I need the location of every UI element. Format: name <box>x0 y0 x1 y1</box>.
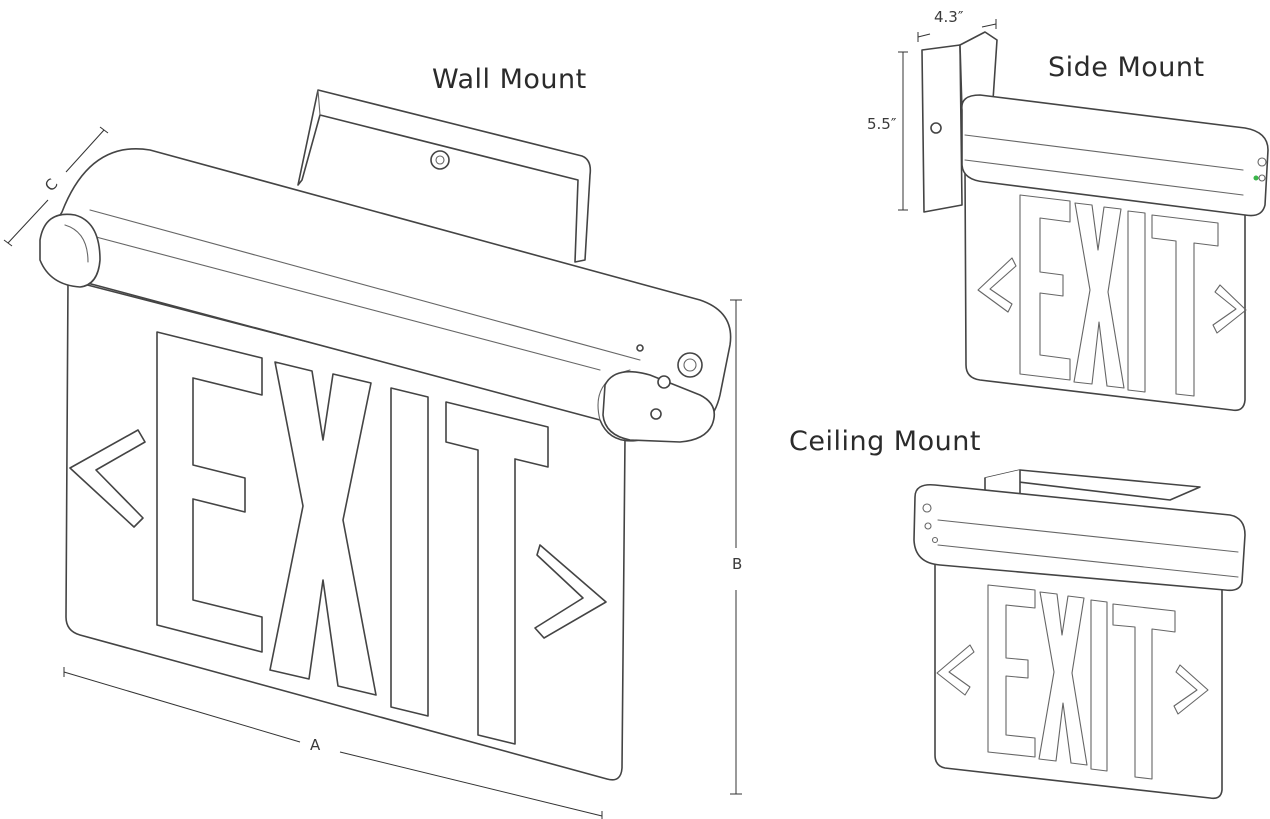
wall-right-endcap <box>602 370 716 443</box>
side-exit-letters <box>977 194 1247 397</box>
test-button-icon <box>677 352 703 378</box>
side-height-label: 5.5″ <box>865 115 899 133</box>
indicator-light-icon <box>657 375 671 389</box>
ceiling-mount-title: Ceiling Mount <box>789 426 981 457</box>
ceiling-exit-letters <box>936 584 1209 780</box>
ceiling-housing <box>913 483 1246 592</box>
wall-dimension-lines <box>3 126 742 819</box>
status-led-icon <box>1253 175 1259 181</box>
side-sign-panel <box>964 169 1246 412</box>
side-mount-fixture <box>898 19 1269 412</box>
ceiling-canopy <box>984 469 1201 501</box>
dimension-a-label: A <box>308 736 323 754</box>
wall-mount-title: Wall Mount <box>432 64 587 95</box>
side-mount-title: Side Mount <box>1048 52 1205 83</box>
side-wall-plate <box>921 44 963 213</box>
wall-left-endcap <box>39 213 101 288</box>
ceiling-mount-fixture <box>913 469 1246 800</box>
side-housing <box>961 94 1269 217</box>
side-width-label: 4.3″ <box>932 8 966 26</box>
bracket-screw-icon <box>430 150 450 170</box>
ceiling-sign-panel <box>934 559 1223 800</box>
dimension-b-label: B <box>730 555 745 573</box>
wall-exit-letters <box>69 331 607 745</box>
wall-mount-fixture <box>39 89 732 781</box>
